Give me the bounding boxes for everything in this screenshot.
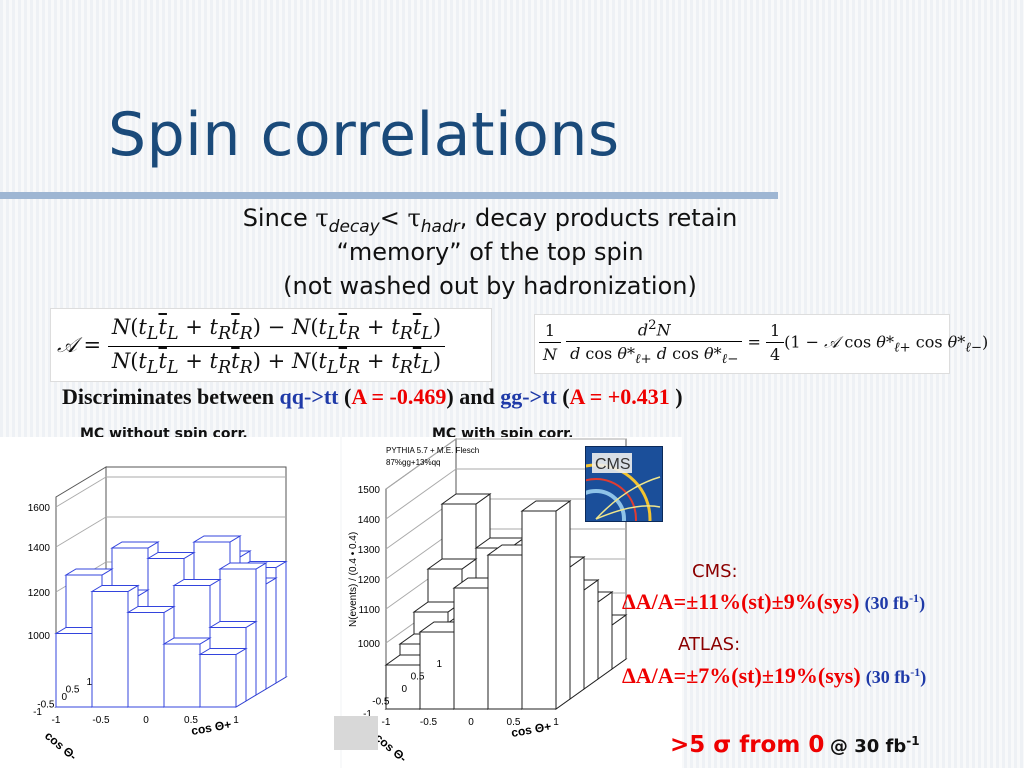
title-underline [0,192,778,199]
depth-tick-label: 0 [401,684,407,695]
wall-grid-line [385,468,457,520]
bar-side [275,560,287,684]
discriminates-line: Discriminates between qq->tt (A = -0.469… [62,384,683,409]
y-axis-label: N(events) / (0.4 • 0.4) [348,532,359,627]
x-tick-label: -1 [382,717,391,728]
lead-line-2: “memory” of the top spin [336,238,644,266]
bar-side [555,500,571,710]
bar-side [597,591,613,680]
x-tick-label: 1 [553,717,559,728]
x-tick-label: -0.5 [420,717,438,728]
depth-tick-label: -0.5 [37,700,55,711]
depth-tick-label: -1 [363,709,372,720]
gg-process: gg->tt [500,384,557,409]
gray-patch [334,716,378,750]
depth-tick-label: -0.5 [372,697,390,708]
cms-logo: CMS [585,446,663,522]
lead-line-3: (not washed out by hadronization) [283,272,697,300]
depth-tick-label: 1 [436,659,442,670]
depth-tick-label: 0.5 [411,672,425,683]
depth-tick-label: 0.5 [66,685,80,696]
bar-front [199,654,237,708]
bar-side [255,562,267,696]
slide-title: Spin correlations [108,100,620,170]
cms-logo-graphic: CMS [586,453,661,521]
sigma-text: >5 σ from 0 [670,732,825,758]
atlas-result-line: ΔA/A=±7%(st)±19%(sys) (30 fb-1) [622,663,926,689]
bar-side [265,577,277,690]
x-tick-label: 0.5 [507,717,521,728]
sigma-line: >5 σ from 0 @ 30 fb-1 [670,732,920,758]
bar-front [521,510,557,710]
y-tick-label: 1200 [358,575,381,586]
y-tick-label: 1500 [358,485,381,496]
cms-lumi: (30 fb-1) [864,591,926,613]
depth-tick-label: 1 [86,677,92,688]
cos-minus-label: cos Θ- [42,729,80,764]
lead-line-1: Since τdecay< τhadr, decay products reta… [242,204,738,237]
depth-tick-label: 0 [61,692,67,703]
y-tick-label: 1300 [358,545,381,556]
bar-side [583,579,599,690]
x-tick-label: 0.5 [184,715,198,726]
bar-front [419,631,455,710]
atlas-label: ATLAS: [678,634,741,655]
y-tick-label: 1200 [28,588,51,599]
bar-front [453,587,489,710]
bar-front [127,612,165,708]
y-tick-label: 1100 [358,605,380,616]
bar-side [235,647,247,708]
cos-plus-label: cos Θ+ [510,719,552,740]
bar-front [487,554,523,710]
cms-logo-text: CMS [595,456,631,473]
asymmetry-formula: 𝒜 = N(tLtL + tRtR) − N(tLtR + tRtL) N(tL… [50,308,492,382]
wall-grid-line [385,438,457,490]
cos-plus-label: cos Θ+ [190,717,232,738]
a-qq-value: A = -0.469 [351,384,447,409]
bar-side [569,556,585,700]
wall-grid-line [55,516,107,548]
pythia-mix-label: 87%gg+13%qq [386,458,441,467]
atlas-lumi: (30 fb-1) [865,665,927,687]
x-tick-label: -1 [52,715,61,726]
bar-side [245,620,257,702]
depth-tick-label: -1 [33,707,42,718]
y-tick-label: 1000 [358,639,381,650]
bar-front [91,591,129,708]
cms-label: CMS: [692,561,738,582]
wall-grid-line [55,476,107,508]
a-gg-value: A = +0.431 [569,384,676,409]
cms-result: ΔA/A=±11%(st)±9%(sys) [622,589,860,614]
atlas-result: ΔA/A=±7%(st)±19%(sys) [622,663,861,688]
pythia-label: PYTHIA 5.7 + M.E. Flesch [386,446,479,455]
bar-front [163,643,201,708]
x-tick-label: -0.5 [92,715,110,726]
qq-process: qq->tt [279,384,339,409]
x-tick-label: 0 [468,717,474,728]
sigma-lumi: @ 30 fb-1 [829,734,920,757]
y-tick-label: 1400 [28,543,51,554]
x-tick-label: 1 [233,715,239,726]
x-tick-label: 0 [143,715,149,726]
y-tick-label: 1400 [358,515,381,526]
cms-result-line: ΔA/A=±11%(st)±9%(sys) (30 fb-1) [622,589,925,615]
y-tick-label: 1600 [28,503,51,514]
y-tick-label: 1000 [28,631,51,642]
